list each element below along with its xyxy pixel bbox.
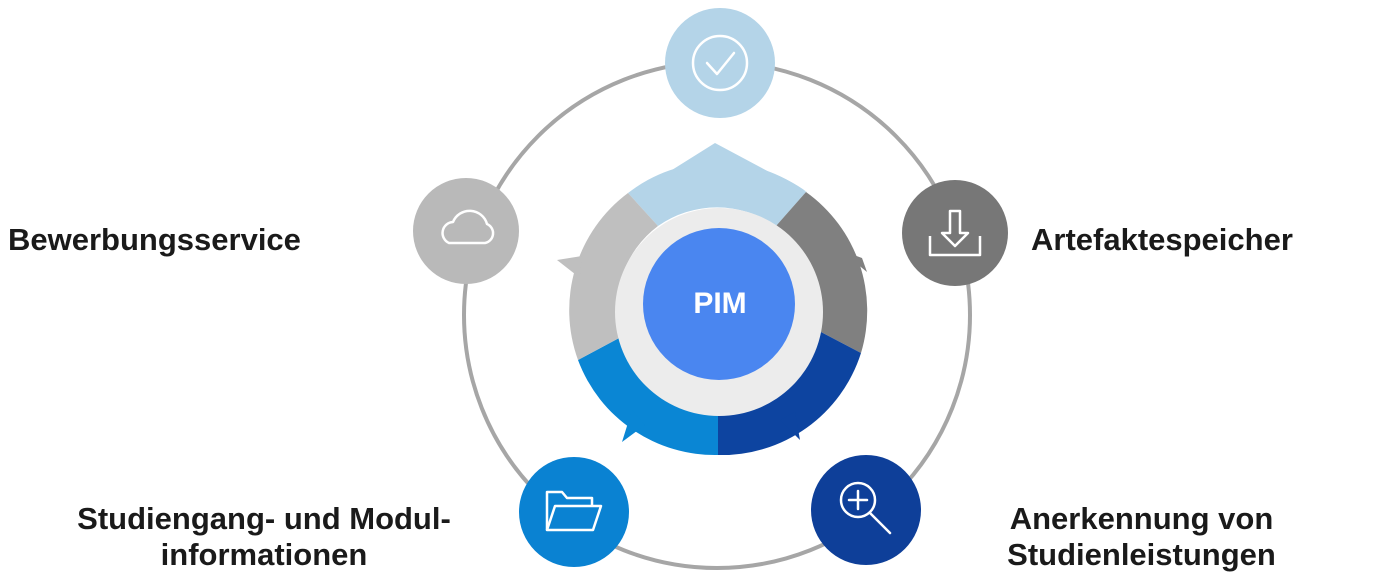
zoom-in-icon bbox=[839, 481, 892, 535]
label-studiengang-modulinformationen: Studiengang- und Modul- informationen bbox=[20, 501, 508, 573]
segment-right bbox=[776, 192, 868, 353]
center-circle bbox=[643, 228, 795, 380]
cloud-icon bbox=[441, 209, 495, 245]
center-label: PIM bbox=[693, 287, 747, 320]
node-bottom-left bbox=[519, 457, 629, 567]
segment-wheel bbox=[557, 143, 868, 456]
node-top bbox=[665, 8, 775, 118]
folder-icon bbox=[545, 490, 603, 532]
label-bewerbungsservice: Bewerbungsservice bbox=[8, 222, 301, 257]
check-circle-icon bbox=[691, 34, 749, 92]
label-studiengang-line2: informationen bbox=[160, 537, 368, 572]
node-bottom-right bbox=[811, 455, 921, 565]
download-icon bbox=[928, 209, 982, 257]
segment-bottom-left bbox=[578, 337, 718, 456]
label-anerkennung-studienleistungen: Anerkennung von Studienleistungen bbox=[956, 501, 1327, 573]
node-right bbox=[902, 180, 1008, 286]
label-artefaktespeicher: Artefaktespeicher bbox=[1031, 222, 1293, 257]
segment-top bbox=[630, 143, 808, 196]
label-studiengang-line1: Studiengang- und Modul- bbox=[77, 501, 451, 536]
segment-bottom-right bbox=[718, 331, 861, 456]
node-left bbox=[413, 178, 519, 284]
label-anerkennung-line2: Studienleistungen bbox=[1007, 537, 1276, 572]
label-anerkennung-line1: Anerkennung von bbox=[1009, 501, 1274, 536]
segment-left bbox=[569, 193, 658, 360]
